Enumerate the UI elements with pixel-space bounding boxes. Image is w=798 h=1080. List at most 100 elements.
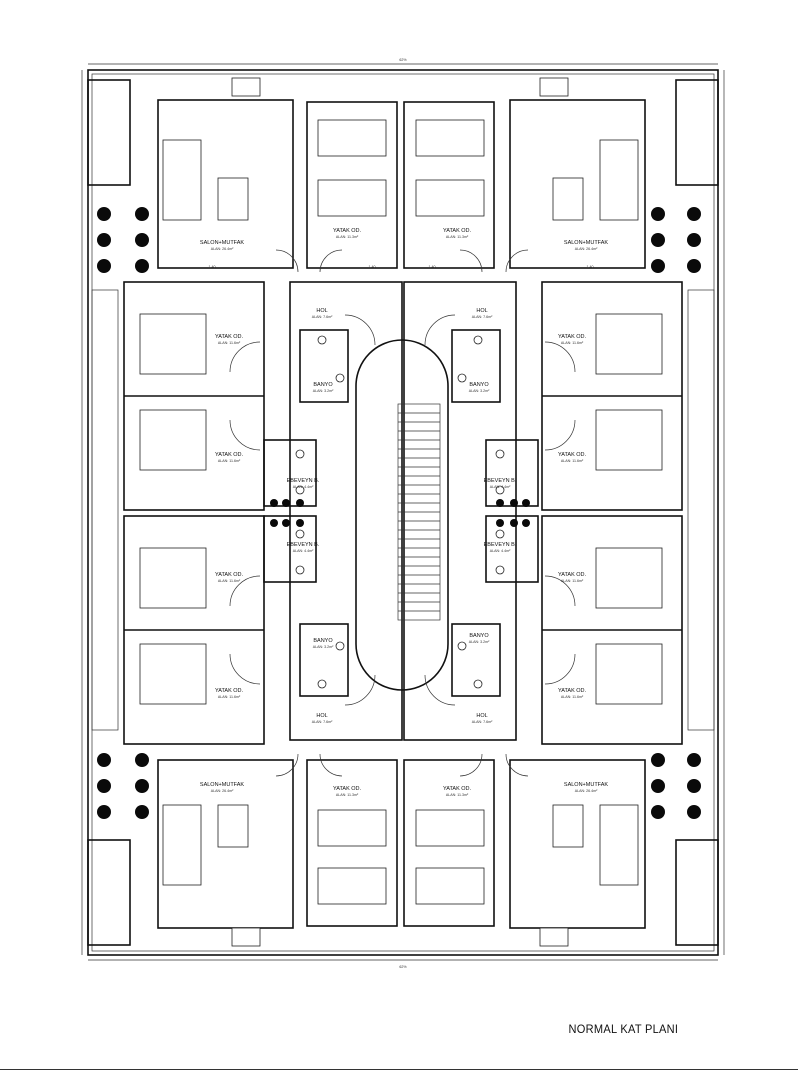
room-label: YATAK OD. ALAN: 11.6m²	[558, 334, 587, 345]
column-32	[510, 499, 518, 507]
bed-bottom-right-1	[415, 809, 485, 847]
room-label: BANYO ALAN: 3.2m²	[469, 382, 490, 393]
bedroom-top-right	[403, 101, 495, 269]
stove-bottom-left	[231, 927, 261, 947]
column-4	[135, 207, 149, 221]
toilet-8	[495, 565, 505, 575]
column-1	[97, 207, 111, 221]
salon-mutfak-bottom-right	[509, 759, 646, 929]
door-swing-10	[229, 653, 261, 685]
column-20	[651, 779, 665, 793]
room-area: ALAN: 7.6m²	[312, 315, 333, 319]
column-17	[135, 779, 149, 793]
bath-upper-left	[299, 329, 349, 403]
room-name: BANYO	[313, 638, 333, 644]
room-label: HOL ALAN: 7.6m²	[472, 713, 493, 724]
salon-mutfak-top-left	[157, 99, 294, 269]
bed-mid-left-4	[139, 643, 207, 705]
room-name: SALON+MUTFAK	[564, 240, 608, 246]
bed-mid-right-2	[595, 409, 663, 471]
room-name: YATAK OD.	[215, 452, 244, 458]
column-15	[97, 805, 111, 819]
room-name: YATAK OD.	[333, 228, 362, 234]
column-23	[687, 779, 701, 793]
column-35	[510, 519, 518, 527]
room-area: ALAN: 3.2m²	[313, 645, 334, 649]
bed-bottom-right-2	[415, 867, 485, 905]
column-21	[651, 805, 665, 819]
room-name: BANYO	[469, 633, 489, 639]
staircase-steps	[398, 412, 440, 612]
bed-top-left-1	[317, 119, 387, 157]
column-24	[687, 805, 701, 819]
room-area: ALAN: 11.6m²	[218, 341, 241, 345]
balcony-top-right	[675, 79, 719, 186]
column-30	[296, 519, 304, 527]
door-swing-8	[544, 419, 576, 451]
room-label: EBEVEYN B. ALAN: 4.4m²	[484, 478, 517, 489]
room-label: YATAK OD. ALAN: 11.3m²	[333, 228, 362, 239]
door-swing-12	[544, 653, 576, 685]
bedroom-bottom-right	[403, 759, 495, 927]
bed-mid-right-3	[595, 547, 663, 609]
room-label: BANYO ALAN: 3.2m²	[313, 638, 334, 649]
room-label: YATAK OD. ALAN: 11.6m²	[558, 688, 587, 699]
washbasin-2	[473, 335, 483, 345]
room-area: ALAN: 26.4m²	[575, 789, 598, 793]
room-area: ALAN: 4.4m²	[293, 549, 314, 553]
door-swing-5	[229, 341, 261, 373]
column-18	[135, 805, 149, 819]
bath-lower-right	[451, 623, 501, 697]
toilet-4	[457, 641, 467, 651]
column-22	[687, 753, 701, 767]
room-name: EBEVEYN B.	[484, 478, 517, 484]
room-name: SALON+MUTFAK	[200, 782, 244, 788]
column-13	[97, 753, 111, 767]
bed-bottom-left-1	[317, 809, 387, 847]
column-19	[651, 753, 665, 767]
door-swing-11	[544, 575, 576, 607]
room-label: SALON+MUTFAK ALAN: 26.4m²	[564, 782, 608, 793]
bed-mid-left-3	[139, 547, 207, 609]
column-6	[135, 259, 149, 273]
room-area: ALAN: 7.6m²	[472, 720, 493, 724]
room-area: ALAN: 7.6m²	[472, 315, 493, 319]
column-8	[651, 233, 665, 247]
room-name: BANYO	[469, 382, 489, 388]
bed-mid-right-4	[595, 643, 663, 705]
washbasin-8	[495, 529, 505, 539]
ensuite-lower-left	[263, 515, 317, 583]
room-label: EBEVEYN B. ALAN: 4.4m²	[287, 478, 320, 489]
stove-bottom-right	[539, 927, 569, 947]
column-14	[97, 779, 111, 793]
room-area: ALAN: 11.3m²	[446, 793, 469, 797]
dim-top-overall: 62%	[399, 58, 407, 62]
toilet-2	[457, 373, 467, 383]
page-bottom-rule	[0, 1069, 798, 1070]
room-name: EBEVEYN B.	[484, 542, 517, 548]
room-name: HOL	[476, 713, 487, 719]
room-name: YATAK OD.	[333, 786, 362, 792]
side-recess-left	[91, 289, 119, 731]
balcony-bottom-left	[87, 839, 131, 946]
room-area: ALAN: 11.6m²	[561, 459, 584, 463]
room-label: YATAK OD. ALAN: 11.6m²	[215, 572, 244, 583]
stair-hall	[355, 339, 449, 691]
room-area: ALAN: 11.3m²	[446, 235, 469, 239]
door-swing-3	[459, 249, 483, 273]
table-bottom-left	[217, 804, 249, 848]
room-area: ALAN: 7.6m²	[312, 720, 333, 724]
washbasin-4	[473, 679, 483, 689]
plan-title: NORMAL KAT PLANI	[568, 1022, 678, 1036]
column-3	[97, 259, 111, 273]
column-5	[135, 233, 149, 247]
room-area: ALAN: 3.2m²	[469, 389, 490, 393]
toilet-6	[495, 485, 505, 495]
bed-mid-right-1	[595, 313, 663, 375]
room-label: YATAK OD. ALAN: 11.6m²	[558, 572, 587, 583]
washbasin-6	[495, 449, 505, 459]
door-swing-13	[344, 314, 376, 346]
room-label: SALON+MUTFAK ALAN: 26.4m²	[200, 782, 244, 793]
column-26	[282, 499, 290, 507]
room-name: YATAK OD.	[558, 572, 587, 578]
